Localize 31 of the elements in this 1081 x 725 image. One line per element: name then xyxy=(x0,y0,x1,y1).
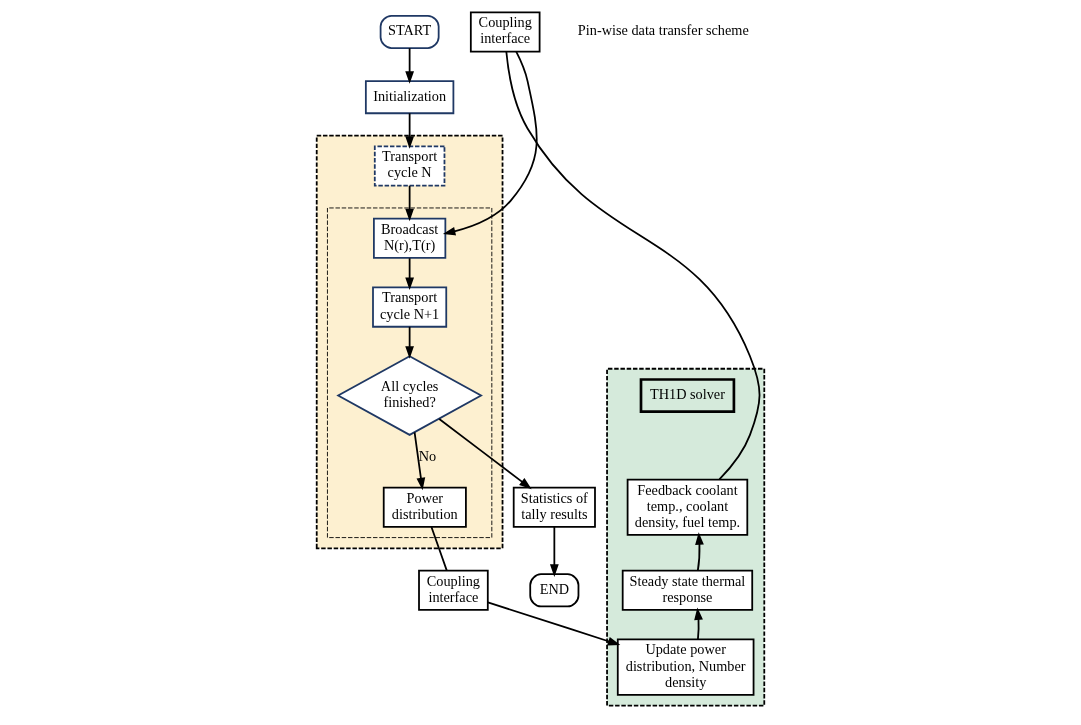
node-box: START xyxy=(379,15,440,49)
arrow xyxy=(695,532,704,572)
connector xyxy=(505,50,761,481)
node-box: Statistics of tally results xyxy=(512,486,596,528)
node-box: Transport cycle N+1 xyxy=(372,286,448,328)
node-box: Update power distribution, Number density xyxy=(616,638,755,696)
node-box: Broadcast N(r),T(r) xyxy=(373,217,447,259)
node-box: END xyxy=(529,573,580,608)
node-diamond: All cycles finished? xyxy=(336,355,483,436)
node-box: Coupling interface xyxy=(418,569,489,611)
node-box: Coupling interface xyxy=(469,11,541,53)
edge-label: No xyxy=(418,447,437,464)
arrow xyxy=(405,184,414,222)
node-box: TH1D solver xyxy=(639,378,736,413)
arrow xyxy=(438,418,532,490)
arrow xyxy=(549,526,559,577)
label: Pin-wise data transfer scheme xyxy=(577,22,749,39)
arrow xyxy=(487,601,621,646)
arrow xyxy=(442,50,538,236)
node-box: Feedback coolant temp., coolant density, fuel temp. xyxy=(626,478,749,536)
node-box: Steady state thermal response xyxy=(621,569,754,611)
arrow xyxy=(405,325,414,359)
arrow xyxy=(413,431,426,491)
connector xyxy=(430,526,448,572)
arrow xyxy=(694,607,703,641)
arrow xyxy=(405,47,414,84)
node-box: Transport cycle N xyxy=(373,145,446,187)
node-box: Initialization xyxy=(364,80,455,115)
arrow xyxy=(405,112,414,149)
arrow xyxy=(405,257,414,291)
node-box: Power distribution xyxy=(382,486,467,528)
